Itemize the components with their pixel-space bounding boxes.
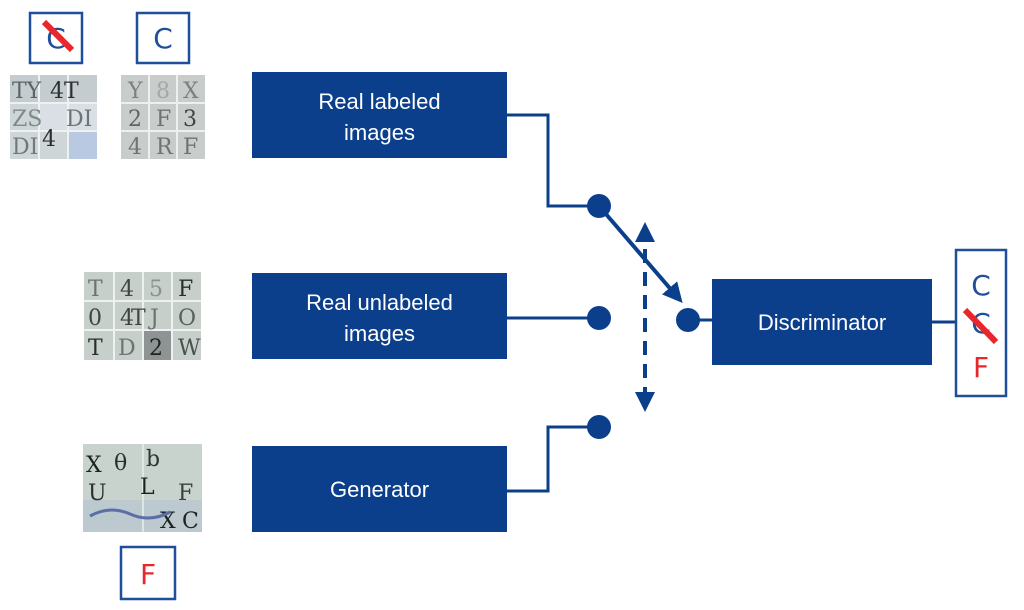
svg-text:4: 4 (128, 135, 142, 160)
svg-text:W: W (178, 336, 201, 361)
label-box-fake: F (119, 545, 177, 601)
svg-text:4: 4 (42, 127, 56, 152)
svg-text:images: images (344, 120, 415, 145)
fake-label: F (140, 558, 156, 591)
box-generator: Generator (252, 446, 507, 532)
box-real-unlabeled-images: Real unlabeled images (252, 273, 507, 359)
svg-text:images: images (344, 321, 415, 346)
label-box-c: C (135, 11, 191, 65)
box-discriminator: Discriminator (712, 279, 932, 365)
switch-node-labeled (587, 194, 611, 218)
svg-text:2: 2 (128, 107, 142, 132)
svg-text:Real labeled: Real labeled (318, 89, 440, 114)
switch-arm (597, 204, 683, 304)
svg-text:ZS: ZS (12, 107, 42, 132)
svg-text:DI: DI (12, 135, 38, 160)
svg-text:U: U (88, 481, 107, 506)
svg-text:D: D (118, 336, 136, 361)
sample-image-unlabeled: T 4 5 F 0 4 T J O T D 2 W (84, 272, 201, 361)
switch-node-generator (587, 415, 611, 439)
svg-text:Generator: Generator (330, 477, 429, 502)
svg-text:DI: DI (66, 107, 92, 132)
svg-text:b: b (146, 447, 160, 472)
svg-text:3: 3 (183, 107, 197, 132)
switch-node-unlabeled (587, 306, 611, 330)
svg-text:Y: Y (127, 79, 143, 104)
box-real-labeled-images: Real labeled images (252, 72, 507, 158)
svg-text:L: L (140, 475, 155, 500)
svg-text:4: 4 (120, 306, 134, 331)
svg-text:C: C (182, 509, 199, 534)
connector-generator (507, 425, 599, 493)
svg-text:T: T (88, 336, 103, 361)
svg-text:Discriminator: Discriminator (758, 310, 886, 335)
output-fake-label: F (973, 351, 989, 384)
svg-text:J: J (148, 306, 159, 331)
sample-image-labeled-a: TY 4T ZS DI DI 4 (10, 75, 97, 160)
c-label: C (153, 22, 173, 55)
svg-text:4: 4 (120, 277, 134, 302)
svg-text:X: X (183, 79, 199, 104)
svg-text:F: F (178, 277, 193, 302)
svg-text:F: F (156, 107, 171, 132)
svg-text:4T: 4T (50, 79, 79, 104)
output-strike-mark (962, 307, 999, 345)
svg-text:F: F (178, 481, 193, 506)
svg-text:X: X (86, 453, 102, 478)
svg-text:O: O (178, 306, 196, 331)
svg-text:TY: TY (12, 79, 42, 104)
strike-mark (41, 19, 75, 53)
svg-text:0: 0 (88, 306, 102, 331)
discriminator-input-node (676, 308, 700, 332)
svg-text:T: T (88, 277, 103, 302)
svg-text:F: F (183, 135, 198, 160)
svg-text:5: 5 (149, 277, 163, 302)
svg-text:R: R (156, 135, 174, 160)
output-label-box: C C F (954, 248, 1008, 398)
sample-image-generated: X θ b U L F X C (83, 444, 202, 534)
output-c-label: C (971, 269, 991, 302)
svg-text:2: 2 (149, 336, 163, 361)
label-box-crossed-c: C (28, 11, 84, 65)
sample-image-labeled-b: Y 8 X 2 F 3 4 R F (121, 75, 205, 160)
svg-text:8: 8 (156, 79, 170, 104)
svg-text:Real unlabeled: Real unlabeled (306, 290, 453, 315)
connector-real-labeled (507, 113, 599, 208)
svg-text:T: T (131, 306, 146, 331)
svg-text:θ: θ (114, 451, 127, 476)
